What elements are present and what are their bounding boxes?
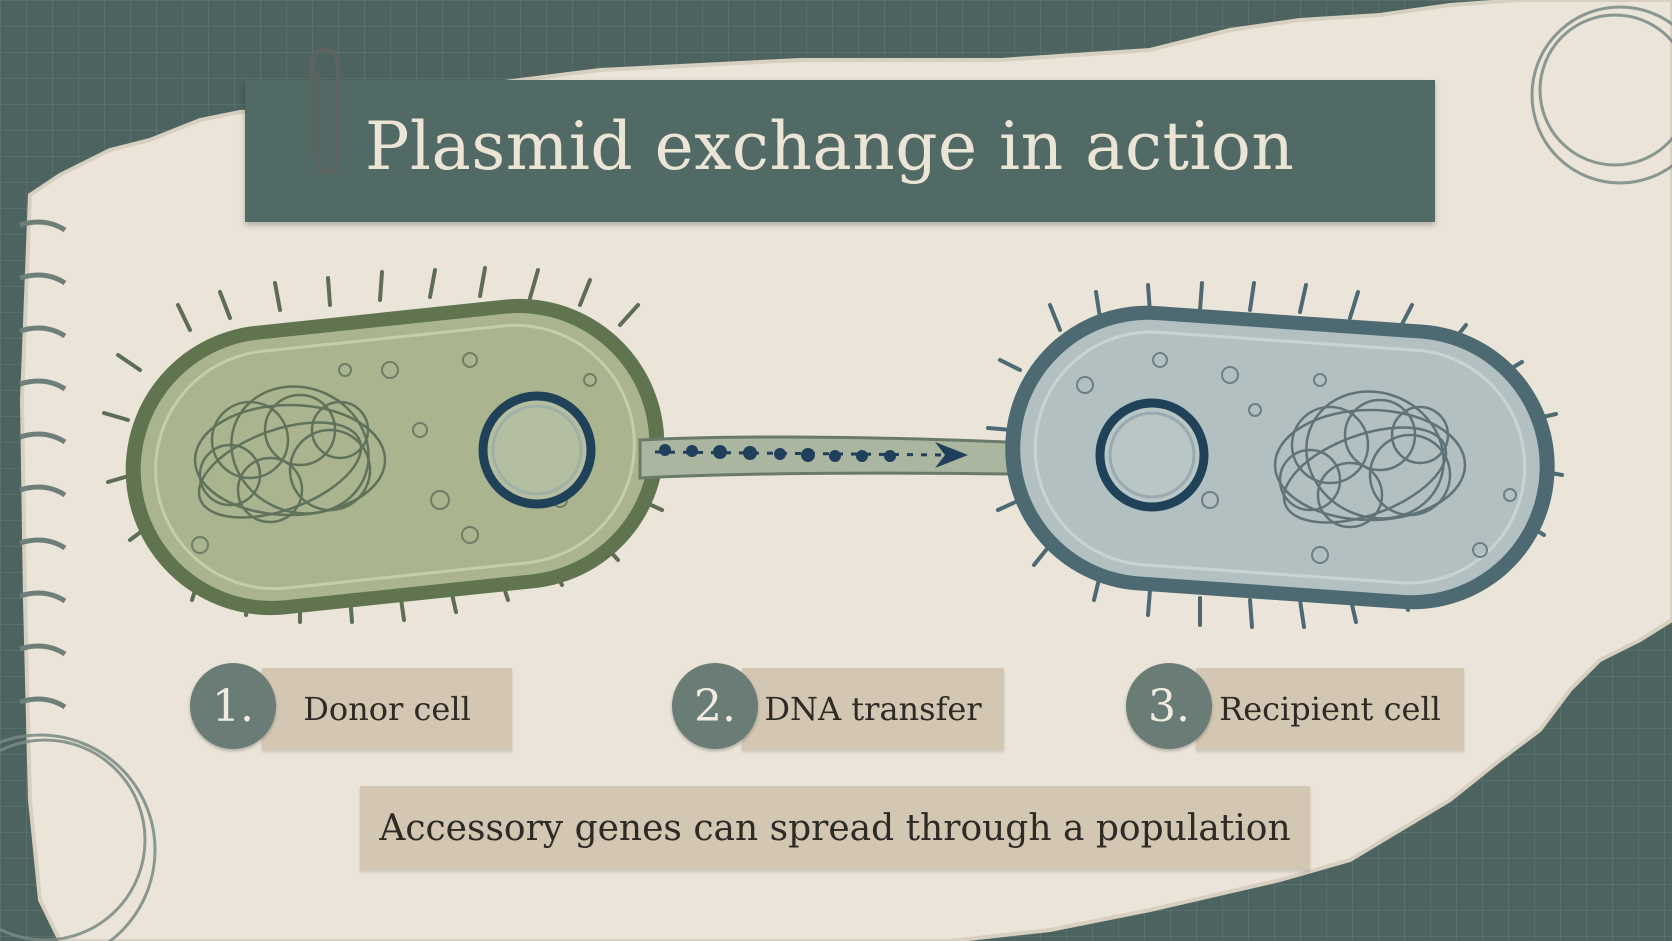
caption-text: Accessory genes can spread through a pop…: [379, 807, 1291, 849]
caption-strip: Accessory genes can spread through a pop…: [360, 786, 1310, 870]
page-title: Plasmid exchange in action: [365, 108, 1295, 185]
step-number-badge: 1.: [190, 663, 276, 749]
step-label-recipient: Recipient cell: [1196, 668, 1464, 750]
step-number-badge: 2.: [672, 663, 758, 749]
step-label-donor: Donor cell: [262, 668, 512, 750]
step-label-text: Recipient cell: [1219, 690, 1441, 728]
title-banner: [245, 80, 1435, 222]
step-number-badge: 3.: [1126, 663, 1212, 749]
step-label-text: Donor cell: [303, 690, 471, 728]
step-label-text: DNA transfer: [764, 690, 982, 728]
step-label-transfer: DNA transfer: [742, 668, 1004, 750]
spiral-rings: [19, 219, 67, 710]
recipient-bacterium-icon: [986, 281, 1564, 629]
donor-bacterium-icon: [102, 266, 665, 624]
paperclip-icon: [309, 47, 341, 174]
transfer-arrow-icon: [654, 442, 968, 468]
